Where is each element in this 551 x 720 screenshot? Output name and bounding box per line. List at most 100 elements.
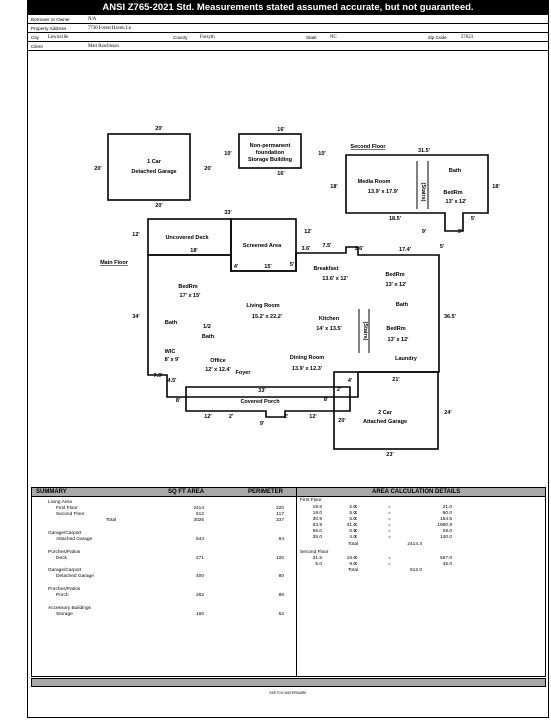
sf-bedrm-dim: 13' x 12' (446, 199, 468, 205)
calc-cell: 18.0 (312, 511, 322, 516)
calc-cell: 2.0 (349, 505, 356, 510)
sf-dim-9b: 9' (458, 229, 463, 235)
det-garage-bottom-dim: 20' (155, 203, 163, 209)
sf-dim-5a: 5' (440, 244, 445, 250)
summary-divider (296, 488, 297, 676)
calc-cell: = (388, 523, 391, 528)
wic-dim: 8' x 9' (165, 357, 181, 363)
bedrm1-dim: 17' x 15' (180, 293, 202, 299)
calc-cell: 18.0 (346, 556, 356, 561)
storage-label-1: Non-permanent (250, 143, 291, 149)
scr-dim-4: 4' (234, 264, 239, 270)
calc-cell: 90.0 (442, 511, 452, 516)
att-garage-label: 2 Car (378, 410, 393, 416)
calc-cell: = (388, 556, 391, 561)
living-label: Living Room (246, 303, 279, 309)
calc-cell: 45.0 (442, 562, 452, 567)
info-row-borrower: Borrower or Owner N/A (28, 15, 548, 24)
calc-cell: 21.0 (442, 505, 452, 510)
kitchen-dim: 14' x 13.5' (316, 326, 342, 332)
porch-dim-12b: 12' (309, 414, 317, 420)
calc-cell: 4.0 (349, 535, 356, 540)
sf-stairs-label: (Stairs) (420, 183, 426, 202)
calc-cell: X (354, 523, 358, 528)
dim-174: 17.4' (399, 247, 412, 253)
breakfast-label: Breakfast (313, 266, 338, 272)
calc-cell: X (354, 505, 358, 510)
info-row-city: City Lewisville County Forsyth State NC … (28, 33, 548, 42)
dim-8a: 8' (176, 398, 181, 404)
scr-dim-15: 15' (264, 264, 272, 270)
media-room-label: Media Room (358, 179, 391, 185)
office-label: Office (210, 358, 226, 364)
calc-cell: 31.5 (312, 556, 322, 561)
dim-33: 33' (258, 388, 266, 394)
screened-label: Screened Area (243, 243, 282, 249)
porch-dim-12a: 12' (204, 414, 212, 420)
calc-cell: 63.9 (312, 523, 322, 528)
deck-label: Uncovered Deck (165, 235, 209, 241)
calc-cell: = (388, 535, 391, 540)
living-dim: 15.2' x 22.2' (252, 314, 283, 320)
calc-cell: X (354, 562, 358, 567)
sf-left-dim: 18' (330, 184, 338, 190)
det-garage-left-dim: 20' (94, 166, 102, 172)
calc-cell: 5.0 (349, 517, 356, 522)
dining-dim: 13.9' x 12.3' (292, 366, 323, 372)
screened-right-dim: 12' (304, 229, 312, 235)
sketch-page: ANSI Z765-2021 Std. Measurements stated … (27, 0, 549, 718)
storage-bottom-dim: 16' (277, 171, 285, 177)
calc-cell: 140.0 (439, 535, 452, 540)
breakfast-dim: 13.6' x 12' (322, 276, 348, 282)
calc-cell: 19.5 (312, 505, 322, 510)
footer-text: SKETCH WATERMARK (269, 691, 307, 695)
sf-right-dim: 18' (492, 184, 500, 190)
office-dim: 12' x 12.4' (205, 367, 231, 373)
bath2-label: Bath (202, 334, 215, 340)
calc-cell: 31.0 (346, 523, 356, 528)
calc-cell: X (354, 529, 358, 534)
calc-cell: 5.0 (315, 562, 322, 567)
bedrm3-dim: 13' x 12' (388, 337, 410, 343)
calc-cell: 9.0 (349, 562, 356, 567)
sf-dim-185: 18.5' (389, 216, 402, 222)
floor-plan-sketch: 20' 20' 20' 20' 1 Car Detached Garage 16… (94, 126, 500, 458)
bedrm2-dim: 13' x 12' (386, 282, 408, 288)
detached-garage-outline (107, 133, 191, 201)
sf-dim-9a: 9' (422, 229, 427, 235)
laundry-label: Laundry (395, 356, 418, 362)
kitchen-label: Kitchen (319, 316, 340, 322)
main-right-dim: 36.5' (444, 314, 457, 320)
dim-75: 7.5' (323, 243, 333, 249)
porch-dim-2b: 2' (284, 414, 289, 420)
storage-right-dim: 10' (318, 151, 326, 157)
garage-bottom-dim: 23' (386, 452, 394, 458)
main-floor-outline (147, 246, 440, 398)
det-garage-label: 1 Car (147, 159, 162, 165)
calc-cell: 154.5 (439, 517, 452, 522)
summary-header: SUMMARY SQ FT AREA PERIMETER AREA CALCUL… (32, 488, 545, 497)
main-floor-title: Main Floor (100, 260, 129, 266)
summary-section: SUMMARY SQ FT AREA PERIMETER AREA CALCUL… (31, 487, 546, 677)
dim-21: 21' (392, 377, 400, 383)
dim-2-garage: 2' (337, 387, 342, 393)
dining-label: Dining Room (290, 355, 324, 361)
info-row-client: Client Matt Rawlinson (28, 42, 548, 51)
summary-bottom-bar (31, 678, 546, 687)
dim-4-garage: 4' (348, 378, 353, 384)
bedrm3-label: BedRm (386, 326, 405, 332)
calc-cell: 1980.9 (437, 523, 452, 528)
storage-top-dim: 16' (277, 127, 285, 133)
main-stairs-label: (Stairs) (362, 322, 368, 341)
dim-36b: 3.6' (355, 246, 365, 252)
info-row-property: Property Address 7730 Forest Haven Ln (28, 24, 548, 33)
calc-cell: = (388, 511, 391, 516)
main-left-dim: 34' (132, 314, 140, 320)
deck-left-dim: 12' (132, 232, 140, 238)
calc-cell: 35.0 (312, 535, 322, 540)
calc-cell: X (354, 511, 358, 516)
storage-label-3: Storage Building (248, 157, 292, 163)
foyer-label: Foyer (236, 370, 252, 376)
calc-cell: 56.0 (312, 529, 322, 534)
porch-dim-2a: 2' (229, 414, 234, 420)
